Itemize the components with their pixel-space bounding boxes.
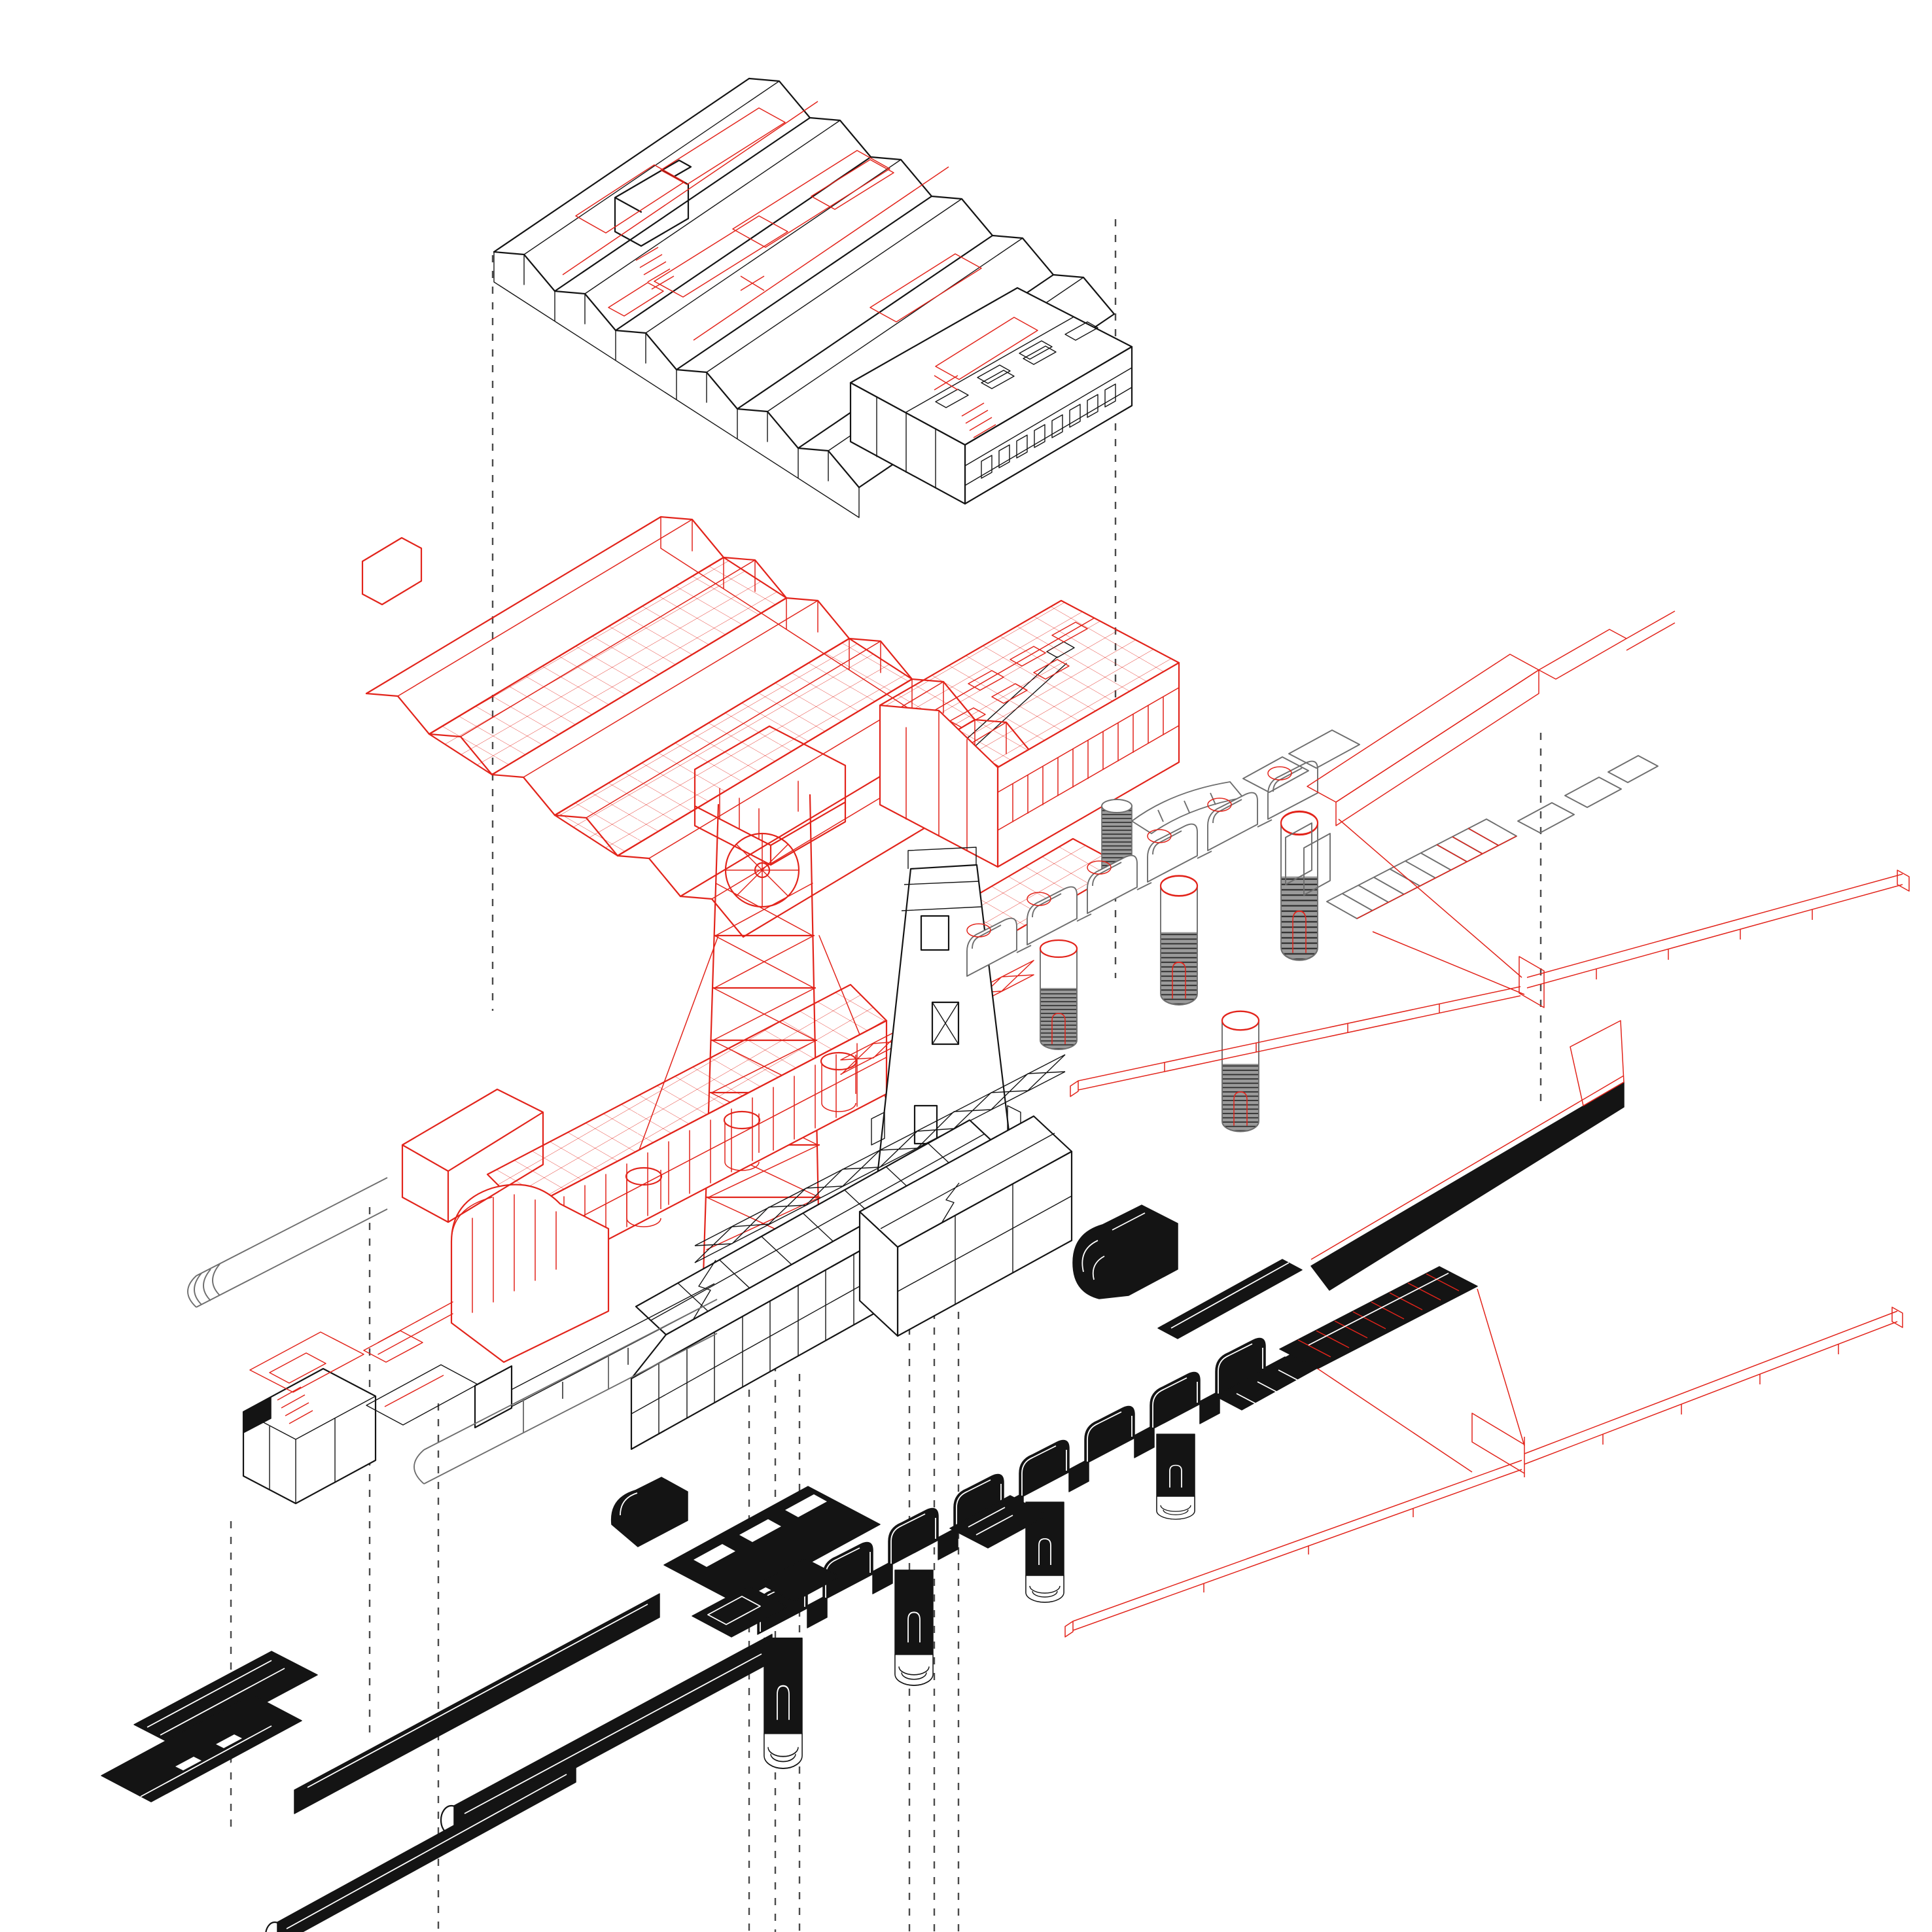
terminal-slabs (101, 1651, 318, 1833)
red-conveyors-lower (1064, 1288, 1903, 1638)
annex-building (242, 1330, 478, 1505)
underground-level-2 (101, 1477, 1049, 1932)
sawtooth-sheds-wireframe (493, 77, 1133, 791)
two-storey-pavilion (858, 1115, 1073, 1337)
hub-cluster (610, 1477, 1049, 1638)
black-vault-chain (757, 1337, 1286, 1770)
ground-level-red-complex (361, 516, 1180, 1363)
red-ramp-network-upper (1070, 610, 1910, 1097)
black-incline-band (1310, 1020, 1625, 1291)
red-workshop-and-sheds (378, 837, 1127, 1363)
section-level-ink-structures (474, 847, 1073, 1450)
gray-tunnels (187, 1177, 718, 1484)
red-hall (879, 599, 1180, 868)
roof-level-complex (493, 77, 1133, 791)
annex-roof-plan (249, 1330, 423, 1424)
black-comb-ramp (1279, 1266, 1478, 1369)
snail-vault (1072, 1204, 1178, 1299)
gallery-arms (265, 1593, 773, 1932)
truss-gallery (694, 1054, 1066, 1263)
rib-comb-structure (1242, 729, 1659, 919)
underground-level-1 (757, 1020, 1903, 1770)
vault-gallery-chain (966, 760, 1319, 1133)
basement-gray-galleries (187, 729, 1659, 1484)
roof-level-red-plan-overlay (562, 101, 1038, 438)
walkway-bar (474, 1283, 715, 1429)
